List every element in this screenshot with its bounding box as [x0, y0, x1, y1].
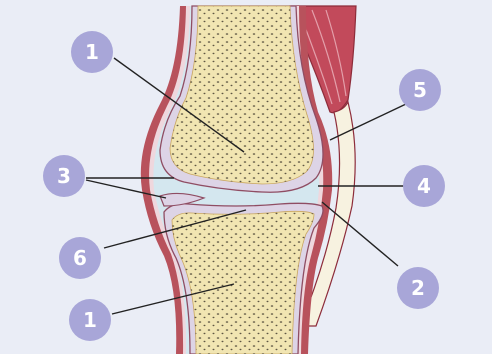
marker-label: 6 — [73, 246, 87, 270]
marker-label: 5 — [413, 78, 427, 102]
marker-label: 3 — [57, 164, 71, 188]
marker-label: 1 — [83, 308, 97, 332]
marker-m1-top: 1 — [71, 31, 113, 73]
marker-label: 2 — [411, 276, 425, 300]
marker-m1-bottom: 1 — [69, 299, 111, 341]
marker-label: 4 — [417, 174, 431, 198]
marker-label: 1 — [85, 40, 99, 64]
marker-m5: 5 — [399, 69, 441, 111]
marker-m4: 4 — [403, 165, 445, 207]
marker-m6: 6 — [59, 237, 101, 279]
marker-m3: 3 — [43, 155, 85, 197]
marker-m2: 2 — [397, 267, 439, 309]
